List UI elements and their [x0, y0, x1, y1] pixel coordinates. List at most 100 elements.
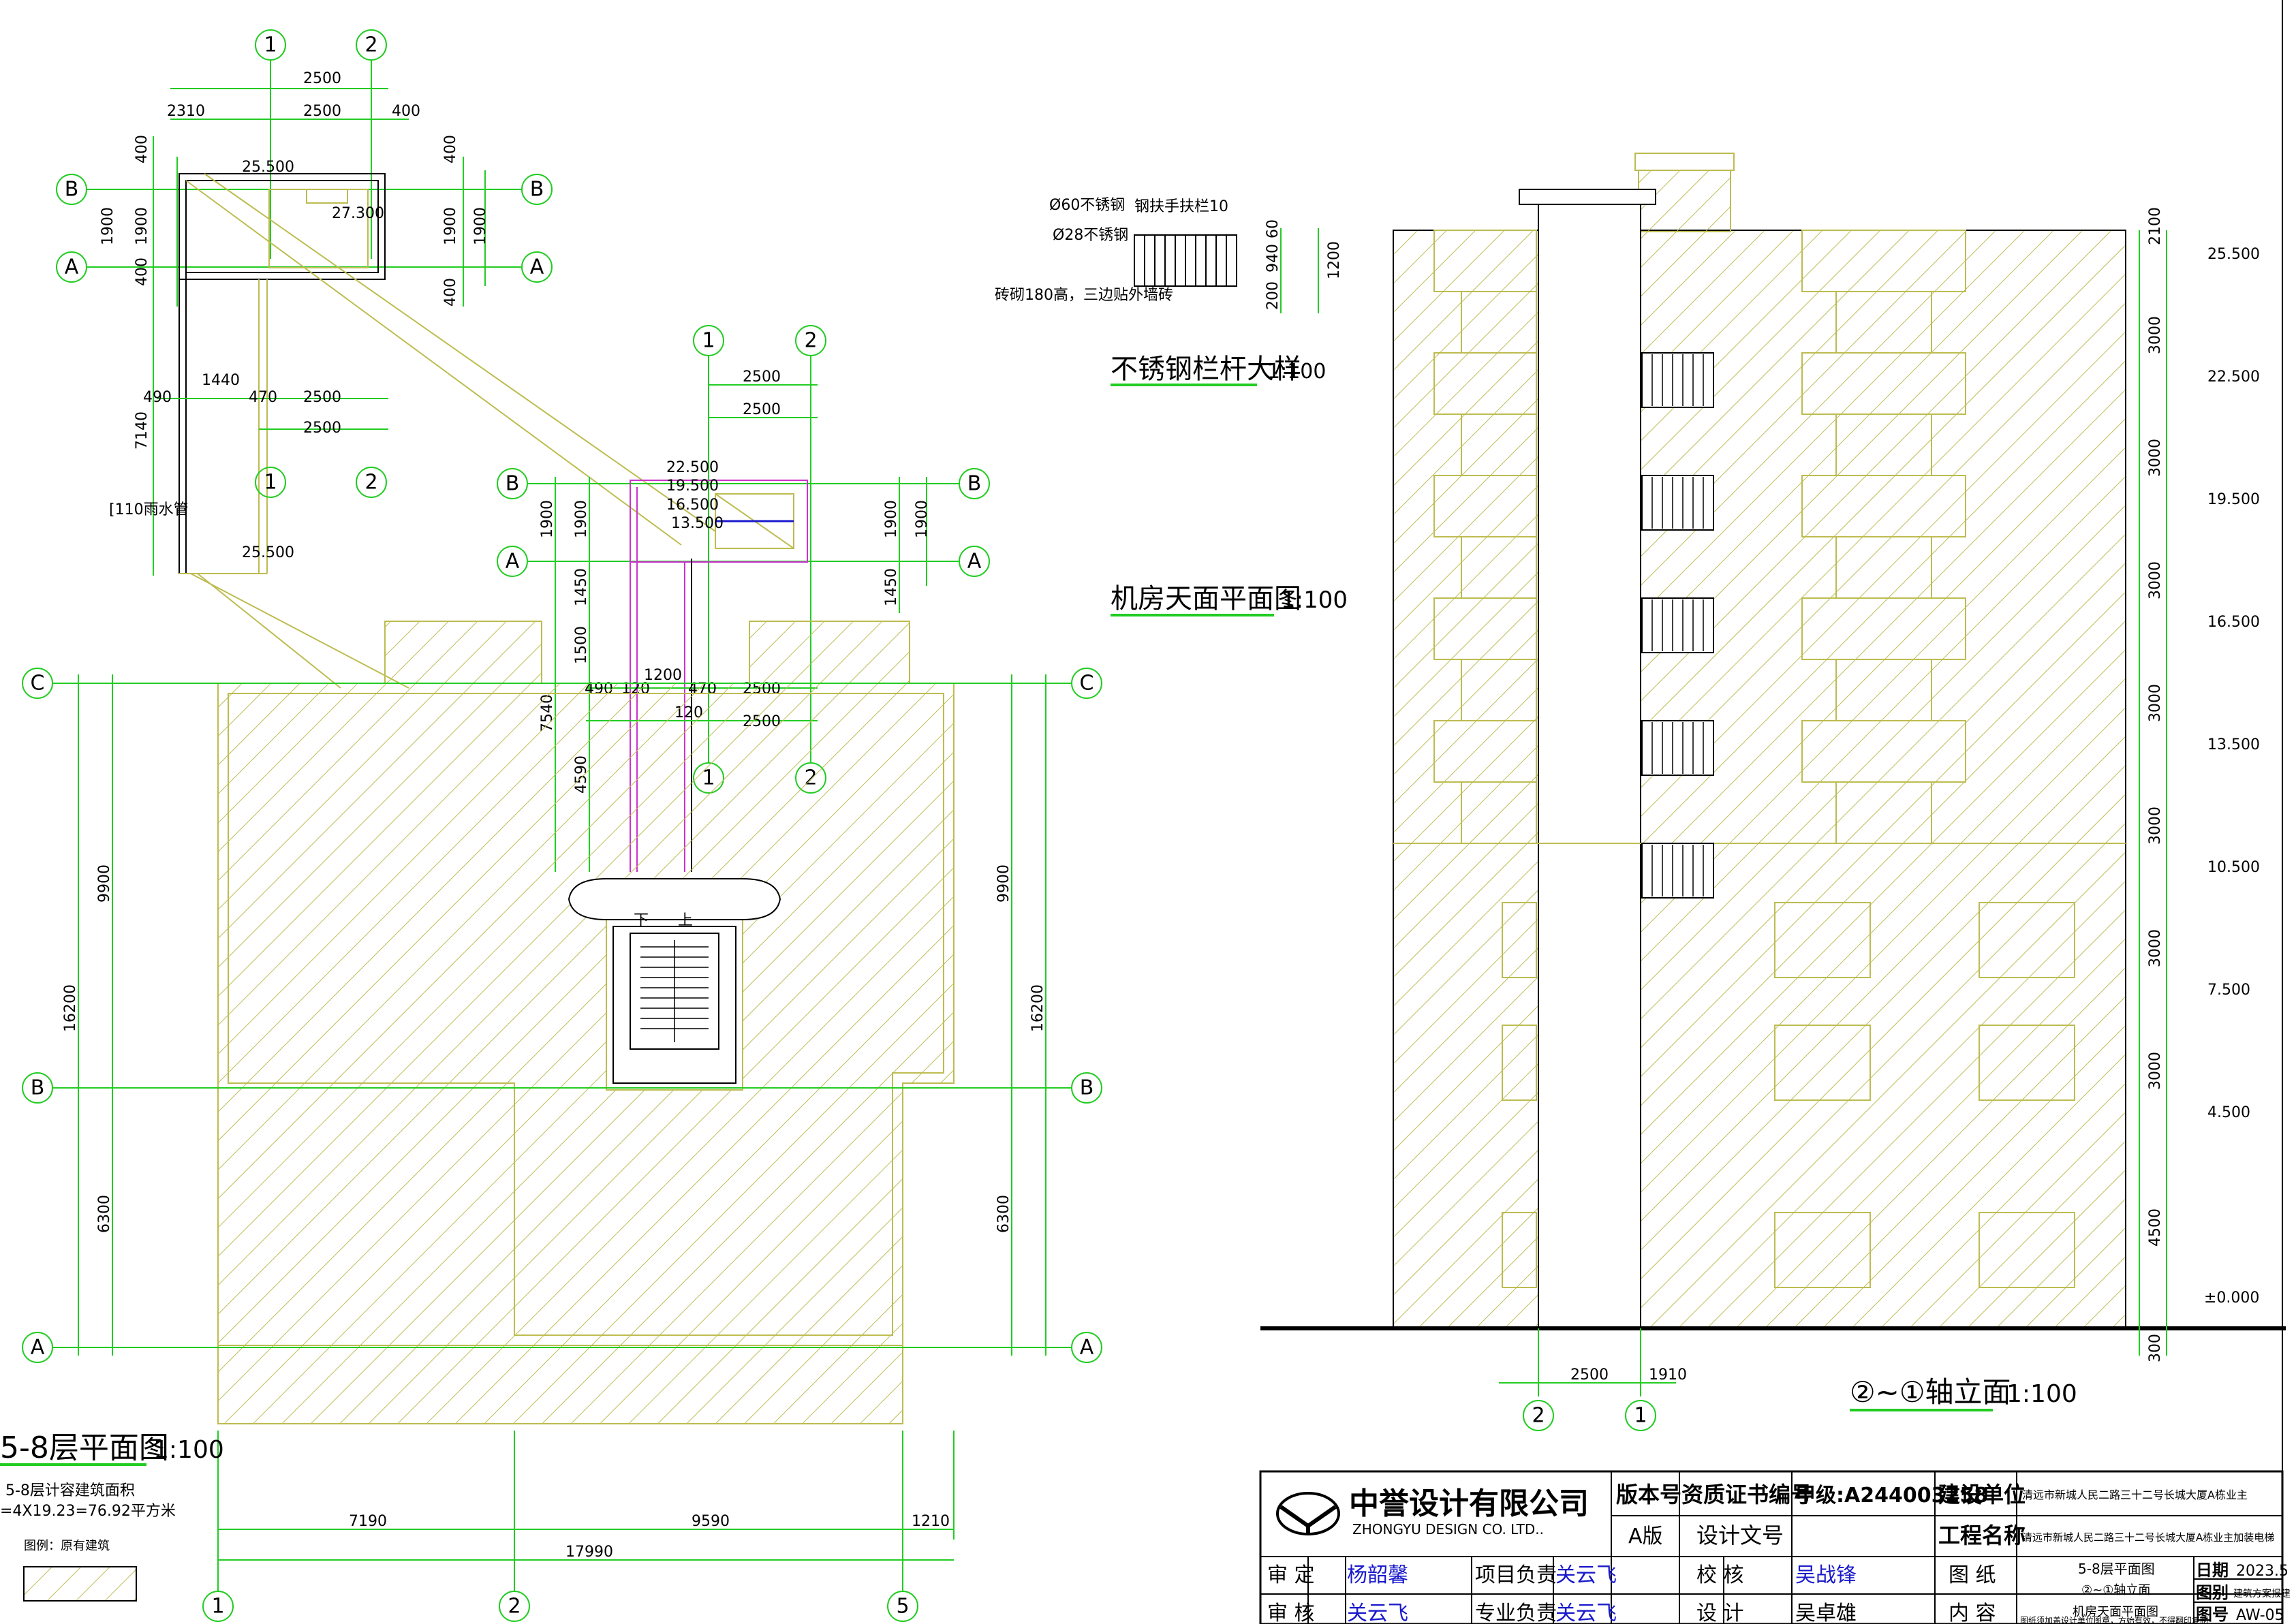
dim-text: 3000 — [2147, 561, 2164, 599]
elevator-shaft — [1538, 204, 1641, 1329]
grid-label: C — [31, 672, 45, 696]
footer-note: 图纸须加盖设计单位图章，方始有效，不得翻印复制 — [2020, 1615, 2208, 1624]
dim-text: 4500 — [2147, 1208, 2164, 1247]
dim-text: 1900 — [134, 207, 151, 245]
design-header: 设 计 — [1696, 1602, 1744, 1624]
dim-text: 2500 — [743, 401, 781, 418]
dim-text: 2100 — [2147, 207, 2164, 245]
client-value: 清远市新城人民二路三十二号长城大厦A栋业主 — [2022, 1488, 2248, 1501]
facade — [1393, 230, 2126, 1328]
project-value: 清远市新城人民二路三十二号长城大厦A栋业主加装电梯 — [2022, 1531, 2274, 1544]
railing-label: Ø60不锈钢 — [1049, 197, 1125, 214]
dim-text: 2500 — [303, 420, 341, 437]
dim-text: 2500 — [303, 103, 341, 120]
existing-building — [217, 683, 955, 1346]
grid-bubble-2 — [356, 467, 387, 498]
number-header: 图号 — [2196, 1605, 2229, 1624]
dim-text: 17990 — [565, 1544, 613, 1561]
dim-text: 3000 — [2147, 807, 2164, 845]
grid-label: A — [31, 1336, 45, 1360]
dim-text: 400 — [392, 103, 420, 120]
grid-bubble-5 — [887, 1591, 918, 1622]
railing-scale: 1:100 — [1267, 360, 1326, 384]
elevation-title: ②~①轴立面 — [1850, 1375, 2011, 1409]
version-value: A版 — [1628, 1525, 1663, 1548]
category-value: 建筑方案报建 — [2233, 1588, 2291, 1599]
dim-text: 1200 — [1326, 241, 1343, 279]
grid-label: 2 — [1532, 1404, 1545, 1428]
dim-text: 3000 — [2147, 684, 2164, 722]
doc-number-header: 设计文号 — [1696, 1522, 1784, 1548]
elevation-mark: 22.500 — [666, 459, 719, 476]
elevation-mark: 16.500 — [666, 497, 719, 514]
company-logo — [1276, 1492, 1340, 1535]
level-mark: 25.500 — [2207, 246, 2260, 263]
cert-header: 资质证书编号 — [1681, 1482, 1812, 1508]
floor-plan-5-8: 下 上 C B A C B A 9900 16200 6300 9900 162… — [0, 621, 1102, 1622]
dim-text: 470 — [249, 389, 277, 406]
level-mark: 4.500 — [2207, 1104, 2250, 1121]
grid-label: 1 — [702, 329, 715, 353]
machine-room-plan: 1 2 2500 2310 2500 400 B A B A — [56, 29, 716, 689]
dim-text: 1440 — [202, 372, 240, 389]
dim-text: 3000 — [2147, 1052, 2164, 1090]
grid-label: 1 — [211, 1595, 224, 1619]
content-line: 机房天面平面图 — [2073, 1605, 2158, 1619]
grid-label: A — [65, 255, 79, 279]
dim-text: 2500 — [1570, 1367, 1609, 1384]
dim-text: 1900 — [883, 500, 900, 538]
dim-text: 2500 — [743, 369, 781, 386]
level-mark: 22.500 — [2207, 369, 2260, 386]
dim-text: 1910 — [1649, 1367, 1687, 1384]
grid-label: A — [1080, 1336, 1094, 1360]
dim-text: 1900 — [914, 500, 931, 538]
floor-plan-scale: 1:100 — [153, 1436, 224, 1464]
dim-text: 16200 — [1029, 984, 1046, 1032]
project-header: 工程名称 — [1938, 1522, 2026, 1548]
grid-label: B — [530, 178, 544, 202]
grid-bubble-1 — [1625, 1400, 1656, 1431]
title-block: 中誉设计有限公司 ZHONGYU DESIGN CO. LTD.. 版本号 A版… — [1259, 1470, 2291, 1624]
grid-label: A — [967, 550, 982, 574]
company-name: 中誉设计有限公司 — [1349, 1486, 1589, 1521]
dim-text: 16200 — [62, 984, 79, 1032]
client-header: 建设单位 — [1938, 1482, 2026, 1508]
dim-text: 940 — [1265, 244, 1282, 272]
dim-text: 400 — [442, 278, 459, 307]
elevation-mark: 25.500 — [242, 159, 294, 176]
floor-plan-title: 5-8层平面图 — [0, 1431, 169, 1465]
number-value: AW-05 — [2236, 1607, 2284, 1624]
elevation-mark: 13.500 — [671, 515, 724, 532]
legend-swatch — [23, 1566, 137, 1602]
dim-text: 1900 — [99, 207, 117, 245]
level-mark: 16.500 — [2207, 614, 2260, 631]
grid-bubble-1 — [202, 1591, 234, 1622]
company-name-en: ZHONGYU DESIGN CO. LTD.. — [1352, 1521, 1544, 1537]
design-name: 吴卓雄 — [1795, 1602, 1857, 1624]
grid-label: 2 — [364, 33, 377, 57]
dim-text: 9900 — [995, 864, 1012, 903]
dim-text: 300 — [2147, 1334, 2164, 1362]
area-note: 5-8层计容建筑面积 — [5, 1482, 135, 1499]
stair-down-label: 下 — [634, 912, 649, 929]
check-name: 吴战锋 — [1795, 1563, 1857, 1587]
dim-text: 6300 — [96, 1195, 113, 1233]
stair-up-label: 上 — [678, 912, 693, 929]
grid-label: A — [506, 550, 520, 574]
grid-label: B — [31, 1076, 45, 1100]
content-header: 内 容 — [1949, 1602, 1996, 1624]
elevation-mark: 25.500 — [242, 544, 294, 561]
content-line: ②~①轴立面 — [2081, 1583, 2150, 1597]
dim-text: 400 — [134, 257, 151, 286]
spec-header: 专业负责 — [1475, 1602, 1557, 1624]
grid-label: 2 — [508, 1595, 521, 1619]
grid-label: B — [1080, 1076, 1094, 1100]
category-header: 图别 — [2196, 1583, 2229, 1602]
grid-label: 1 — [1634, 1404, 1647, 1428]
railing-label: Ø28不锈钢 — [1053, 227, 1128, 244]
railing-detail: Ø60不锈钢 Ø28不锈钢 钢扶手扶栏10 砖砌180高，三边贴外墙砖 60 9… — [995, 197, 1343, 386]
dim-text: 9590 — [692, 1513, 730, 1530]
dim-text: 3000 — [2147, 439, 2164, 477]
roof-plan-scale: 1:100 — [1281, 587, 1348, 614]
grid-label: 2 — [804, 329, 817, 353]
